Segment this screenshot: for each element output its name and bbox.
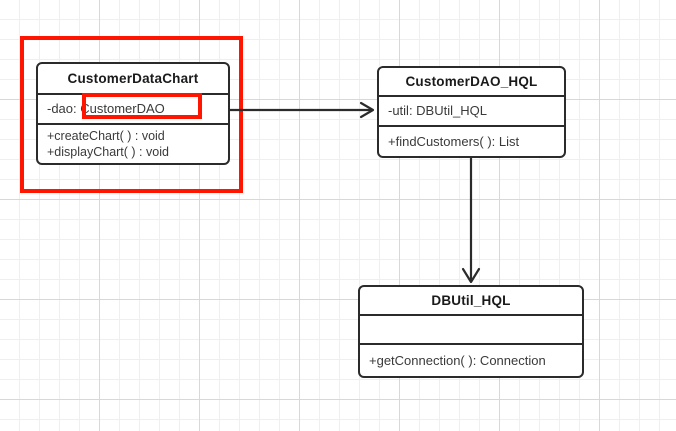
class-attributes-customer-data-chart: -dao: CustomerDAO bbox=[38, 95, 228, 125]
class-name-customer-dao-hql: CustomerDAO_HQL bbox=[379, 68, 564, 97]
operation-row: +createChart( ) : void bbox=[47, 128, 165, 143]
arrowhead-open-down bbox=[461, 267, 481, 284]
class-name-dbutil-hql: DBUtil_HQL bbox=[360, 287, 582, 316]
uml-class-customer-dao-hql[interactable]: CustomerDAO_HQL -util: DBUtil_HQL +findC… bbox=[377, 66, 566, 158]
class-attributes-customer-dao-hql: -util: DBUtil_HQL bbox=[379, 97, 564, 127]
class-attributes-dbutil-hql bbox=[360, 316, 582, 345]
attribute-row: -util: DBUtil_HQL bbox=[388, 103, 487, 119]
highlight-rect-customer-data-chart bbox=[20, 36, 243, 193]
attribute-row: -dao: CustomerDAO bbox=[47, 101, 165, 117]
arrowhead-open-right bbox=[359, 101, 375, 119]
operation-row: +displayChart( ) : void bbox=[47, 145, 169, 159]
class-operations-customer-dao-hql: +findCustomers( ): List bbox=[379, 127, 564, 156]
uml-class-customer-data-chart[interactable]: CustomerDataChart -dao: CustomerDAO +cre… bbox=[36, 62, 230, 165]
uml-class-dbutil-hql[interactable]: DBUtil_HQL +getConnection( ): Connection bbox=[358, 285, 584, 378]
class-operations-dbutil-hql: +getConnection( ): Connection bbox=[360, 345, 582, 376]
highlight-rect-customer-dao-type bbox=[82, 93, 202, 119]
operation-row: +findCustomers( ): List bbox=[388, 133, 520, 149]
operation-row: +getConnection( ): Connection bbox=[369, 352, 546, 368]
class-operations-customer-data-chart: +createChart( ) : void +displayChart( ) … bbox=[38, 125, 228, 163]
connector-dao-to-dbutil bbox=[461, 158, 481, 284]
connector-chart-to-dao bbox=[230, 101, 375, 119]
